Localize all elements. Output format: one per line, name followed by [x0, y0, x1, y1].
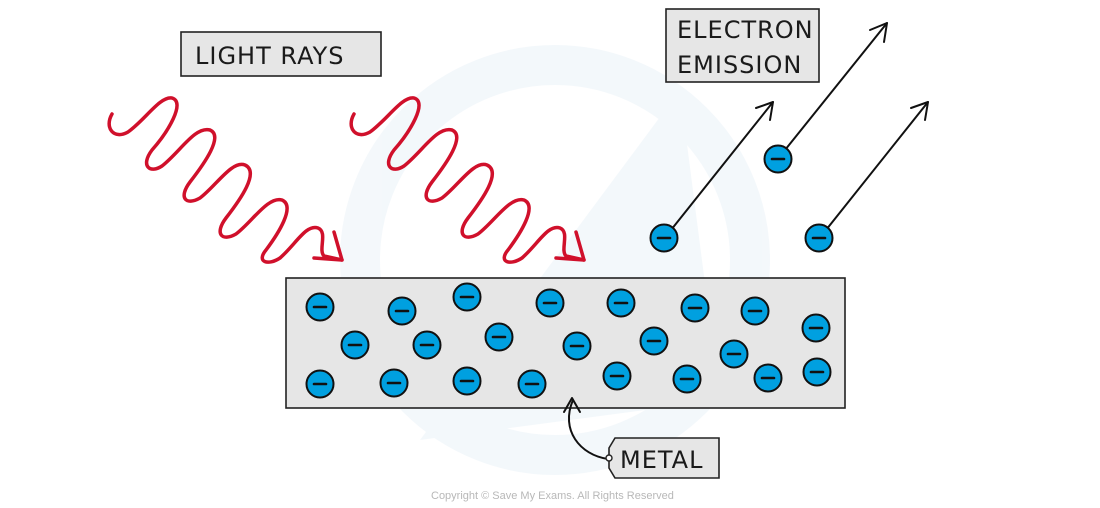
metal-electron: [602, 361, 632, 391]
metal-electron: [305, 369, 335, 399]
copyright-text: Copyright © Save My Exams. All Rights Re…: [431, 490, 674, 502]
light-arrow-head: [312, 230, 344, 262]
emission-arrows: [670, 22, 929, 231]
metal-tag-box: [608, 437, 720, 479]
metal-electron: [387, 296, 417, 326]
emission-arrow-1: [670, 101, 774, 231]
metal-electron: [412, 330, 442, 360]
metal-electron: [753, 363, 783, 393]
electron-emission-label-line2: EMISSION: [677, 51, 802, 79]
metal-label: METAL: [563, 397, 720, 479]
metal-electron: [562, 331, 592, 361]
light-ray-2: [349, 96, 586, 264]
light-arrow-head: [554, 230, 586, 262]
electrons: [305, 144, 834, 399]
metal-electron: [340, 330, 370, 360]
arrow-head-icon: [755, 101, 774, 121]
metal-electron: [535, 288, 565, 318]
light-rays-label: LIGHT RAYS: [180, 31, 382, 77]
metal-electron: [740, 296, 770, 326]
tag-hole-icon: [605, 454, 613, 462]
metal-electron: [719, 339, 749, 369]
emitted-electron: [763, 144, 793, 174]
electron-emission-label-box: [665, 8, 820, 83]
metal-electron: [517, 369, 547, 399]
metal-electron: [639, 326, 669, 356]
metal-pointer-arrow-icon: [563, 397, 581, 413]
metal-electron: [672, 364, 702, 394]
arrow-head-icon: [910, 101, 929, 121]
emitted-electron: [649, 223, 679, 253]
light-ray-1: [107, 96, 344, 264]
electron-emission-label: ELECTRON EMISSION: [665, 8, 820, 83]
metal-pointer-line: [567, 399, 609, 460]
light-rays-label-text: LIGHT RAYS: [195, 42, 345, 70]
light-rays-label-box: [180, 31, 382, 77]
metal-electron: [379, 368, 409, 398]
emission-arrow-2: [784, 22, 888, 151]
emission-arrow-3: [825, 101, 929, 231]
metal-electron: [680, 293, 710, 323]
metal-electron: [484, 322, 514, 352]
metal-electron: [452, 366, 482, 396]
metal-electron: [606, 288, 636, 318]
metal-electron: [801, 313, 831, 343]
arrow-head-icon: [869, 22, 888, 43]
metal-electron: [305, 292, 335, 322]
metal-label-text: METAL: [620, 446, 703, 474]
metal-electron: [452, 282, 482, 312]
emitted-electron: [804, 223, 834, 253]
metal-electron: [802, 357, 832, 387]
light-wave-squiggle: [107, 96, 344, 264]
light-wave-squiggle: [349, 96, 586, 264]
electron-emission-label-line1: ELECTRON: [677, 16, 814, 44]
